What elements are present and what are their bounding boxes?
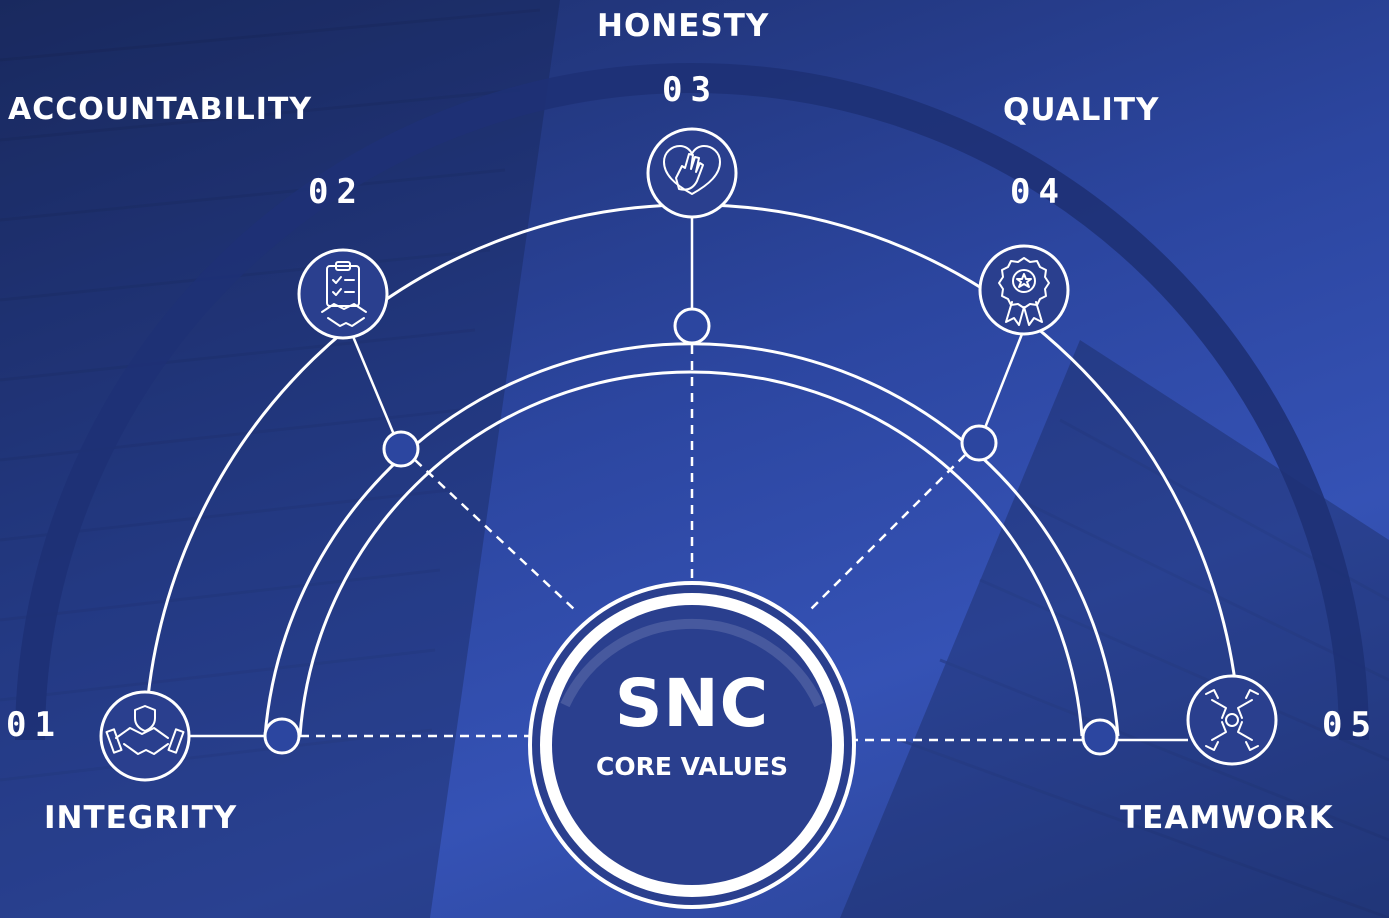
clipboard-handshake-icon [321, 261, 367, 327]
center-badge [528, 581, 856, 909]
dashed-spokes [300, 345, 1082, 742]
handshake-shield-icon [105, 705, 185, 755]
value-number-03: 03 [662, 70, 719, 110]
icon-circle-01 [99, 690, 191, 782]
value-number-04: 04 [1010, 172, 1067, 212]
value-name-accountability: ACCOUNTABILITY [8, 92, 313, 127]
value-number-01: 01 [6, 705, 63, 745]
rail-node-02 [382, 430, 420, 468]
outer-arc [15, 63, 1369, 741]
inner-rail-inner [298, 370, 1084, 737]
icon-circle-04 [978, 244, 1070, 336]
rail-node-04 [960, 424, 998, 462]
award-badge-icon [998, 257, 1050, 326]
rail-node-01 [263, 717, 301, 755]
value-name-teamwork: TEAMWORK [1120, 800, 1334, 836]
icon-circle-05 [1186, 674, 1278, 766]
value-name-integrity: INTEGRITY [44, 800, 238, 836]
rail-node-05 [1081, 718, 1119, 756]
heart-hand-icon [663, 145, 721, 195]
value-name-quality: QUALITY [1003, 92, 1160, 128]
center-title: SNC [614, 665, 770, 742]
value-number-02: 02 [308, 172, 365, 212]
rail-nodes [263, 307, 1119, 756]
icon-circle-03 [646, 127, 738, 219]
center-subtitle: CORE VALUES [595, 752, 789, 781]
rail-node-03 [673, 307, 711, 345]
icon-circle-02 [297, 248, 389, 340]
value-name-honesty: HONESTY [597, 8, 770, 44]
value-number-05: 05 [1322, 705, 1379, 745]
linked-hands-icon [1205, 689, 1259, 751]
